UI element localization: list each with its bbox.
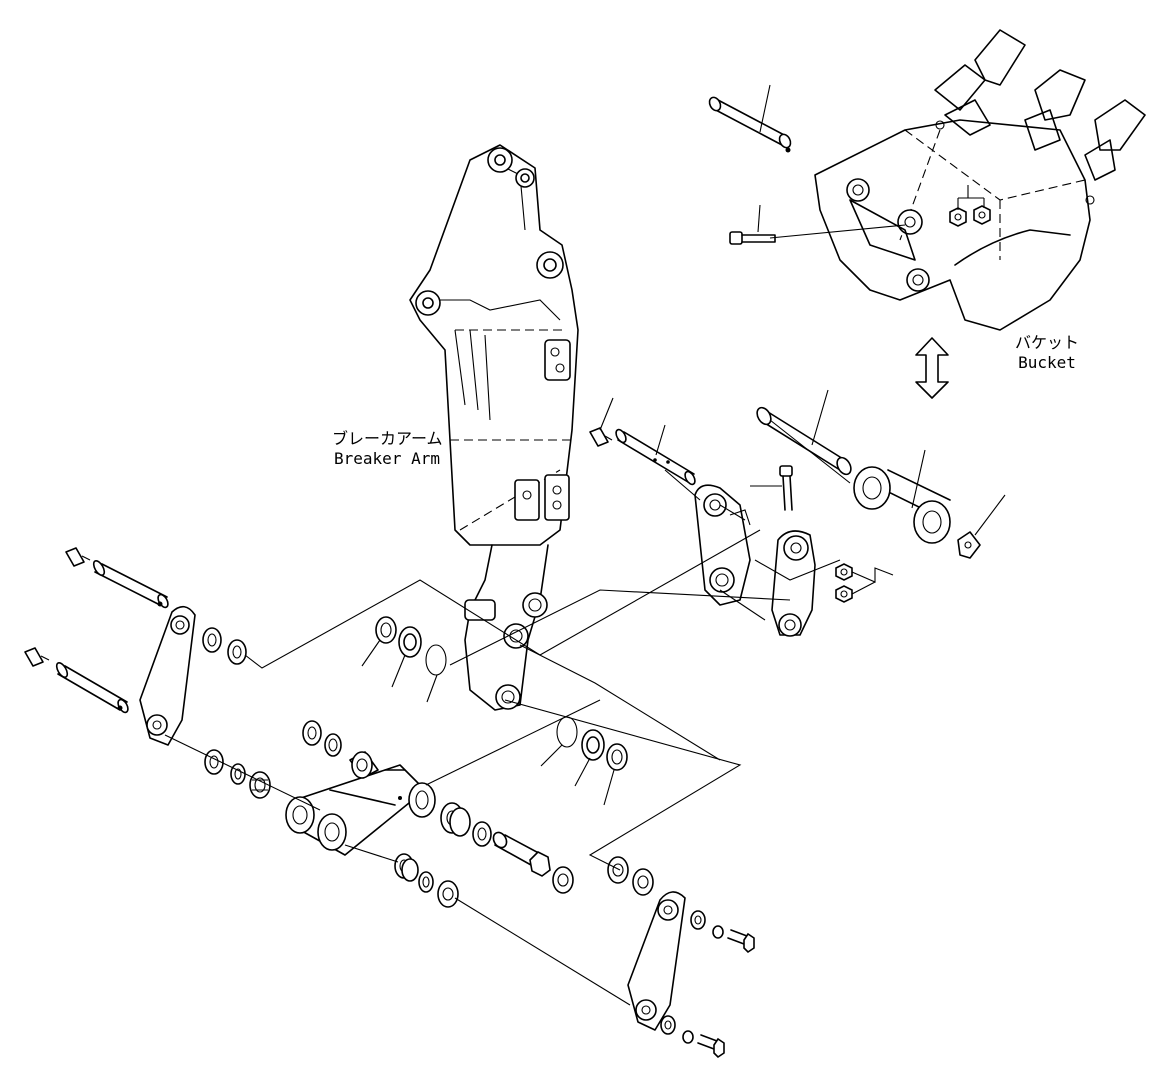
washers-left — [202, 627, 247, 665]
assembly-lines — [164, 419, 851, 1006]
leader-lines — [361, 84, 1006, 806]
cylinder-boss — [853, 466, 951, 544]
pin-mid-left — [615, 428, 696, 486]
grease-fitting-lower-left — [24, 647, 50, 667]
double-arrow-vertical-icon — [915, 337, 949, 399]
link-left — [139, 605, 196, 746]
bucket-nuts — [949, 205, 991, 227]
link-plates — [694, 484, 816, 637]
bushings-lower — [394, 853, 459, 908]
washers-right — [607, 856, 654, 896]
pin-lower-middle — [492, 831, 574, 894]
grease-fitting-right — [957, 531, 981, 559]
bucket — [814, 29, 1146, 331]
breaker-arm-label-en: Breaker Arm — [334, 449, 440, 468]
breaker-arm — [409, 144, 579, 711]
pin-lower-left — [55, 661, 129, 714]
bucket-label-en: Bucket — [1018, 353, 1076, 372]
lower-link-assembly — [285, 764, 436, 856]
grease-fitting-mid — [589, 427, 613, 447]
shim-group-upper — [375, 616, 447, 676]
bucket-pin-top — [708, 96, 792, 153]
bucket-bolt — [729, 224, 906, 245]
grease-fitting-upper-left — [65, 547, 91, 567]
shim-group-lower — [556, 716, 628, 771]
breaker-arm-label-jp: ブレーカアーム — [332, 429, 443, 448]
pin-mid-right — [756, 406, 852, 476]
bushings-middle — [440, 802, 492, 847]
link-right-lower — [627, 891, 686, 1031]
link-bolt — [779, 465, 793, 511]
bolts-right — [660, 910, 755, 1059]
link-nuts — [835, 563, 853, 603]
bucket-label-jp: バケット — [1014, 333, 1079, 352]
washers-lower-left-row — [204, 720, 379, 799]
pin-upper-left — [92, 559, 169, 609]
